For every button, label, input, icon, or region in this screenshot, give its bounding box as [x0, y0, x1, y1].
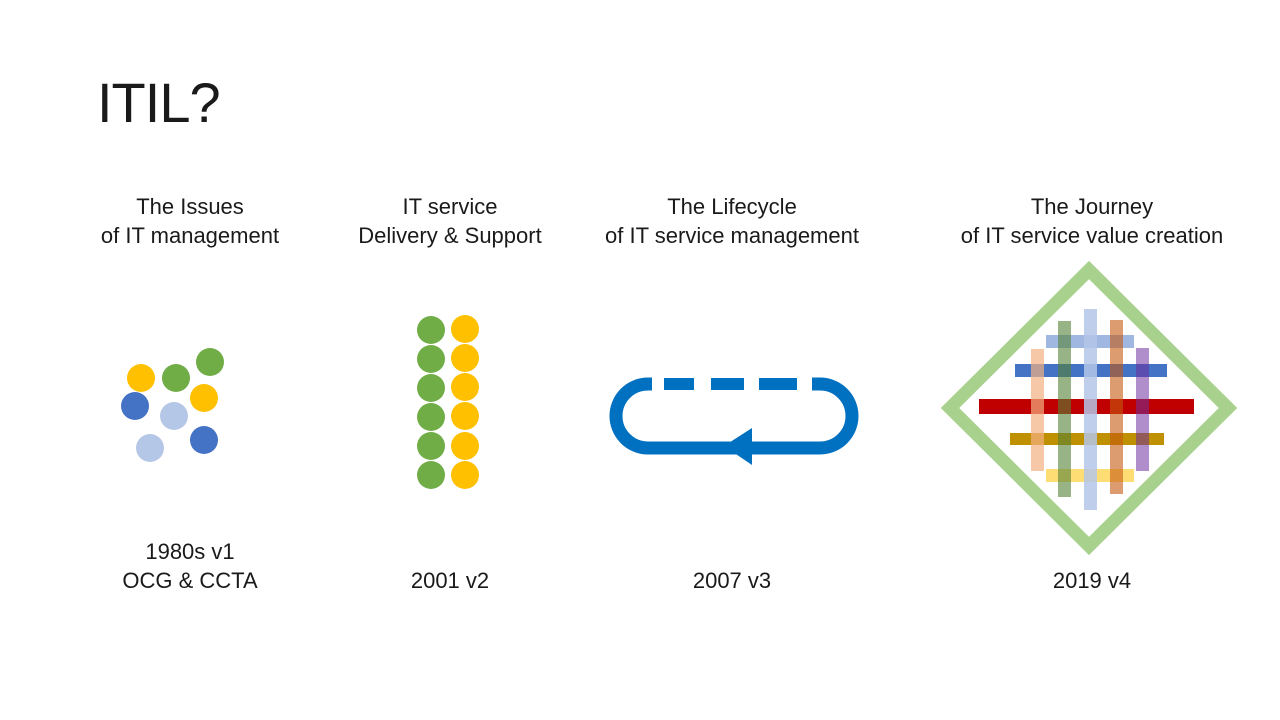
- heading-line: The Journey: [1030, 194, 1154, 219]
- heading-line: of IT service value creation: [960, 223, 1224, 248]
- footer-line: 1980s v1: [145, 539, 235, 564]
- footer-line: 2001 v2: [410, 568, 490, 593]
- stage-v3: The Lifecycle of IT service management 2…: [572, 0, 892, 720]
- footer-line: OCG & CCTA: [122, 568, 258, 593]
- stage-heading: The Issues of IT management: [30, 192, 350, 250]
- stage-v4: The Journey of IT service value creation…: [932, 0, 1252, 720]
- heading-line: Delivery & Support: [358, 223, 542, 248]
- heading-line: of IT management: [100, 223, 280, 248]
- heading-line: The Issues: [136, 194, 244, 219]
- footer-line: 2019 v4: [1052, 568, 1132, 593]
- stage-footer: 2007 v3: [572, 566, 892, 595]
- slide-title: ITIL?: [97, 71, 221, 134]
- heading-line: The Lifecycle: [667, 194, 797, 219]
- heading-line: IT service: [402, 194, 498, 219]
- footer-line: 2007 v3: [692, 568, 772, 593]
- stage-v2: IT service Delivery & Support 2001 v2: [290, 0, 610, 720]
- heading-line: of IT service management: [605, 223, 859, 248]
- stage-footer: 2019 v4: [932, 566, 1252, 595]
- stage-footer: 2001 v2: [290, 566, 610, 595]
- stage-heading: The Journey of IT service value creation: [932, 192, 1252, 250]
- stage-heading: IT service Delivery & Support: [290, 192, 610, 250]
- stage-footer: 1980s v1 OCG & CCTA: [30, 537, 350, 595]
- stage-heading: The Lifecycle of IT service management: [572, 192, 892, 250]
- stage-v1: The Issues of IT management 1980s v1 OCG…: [30, 0, 350, 720]
